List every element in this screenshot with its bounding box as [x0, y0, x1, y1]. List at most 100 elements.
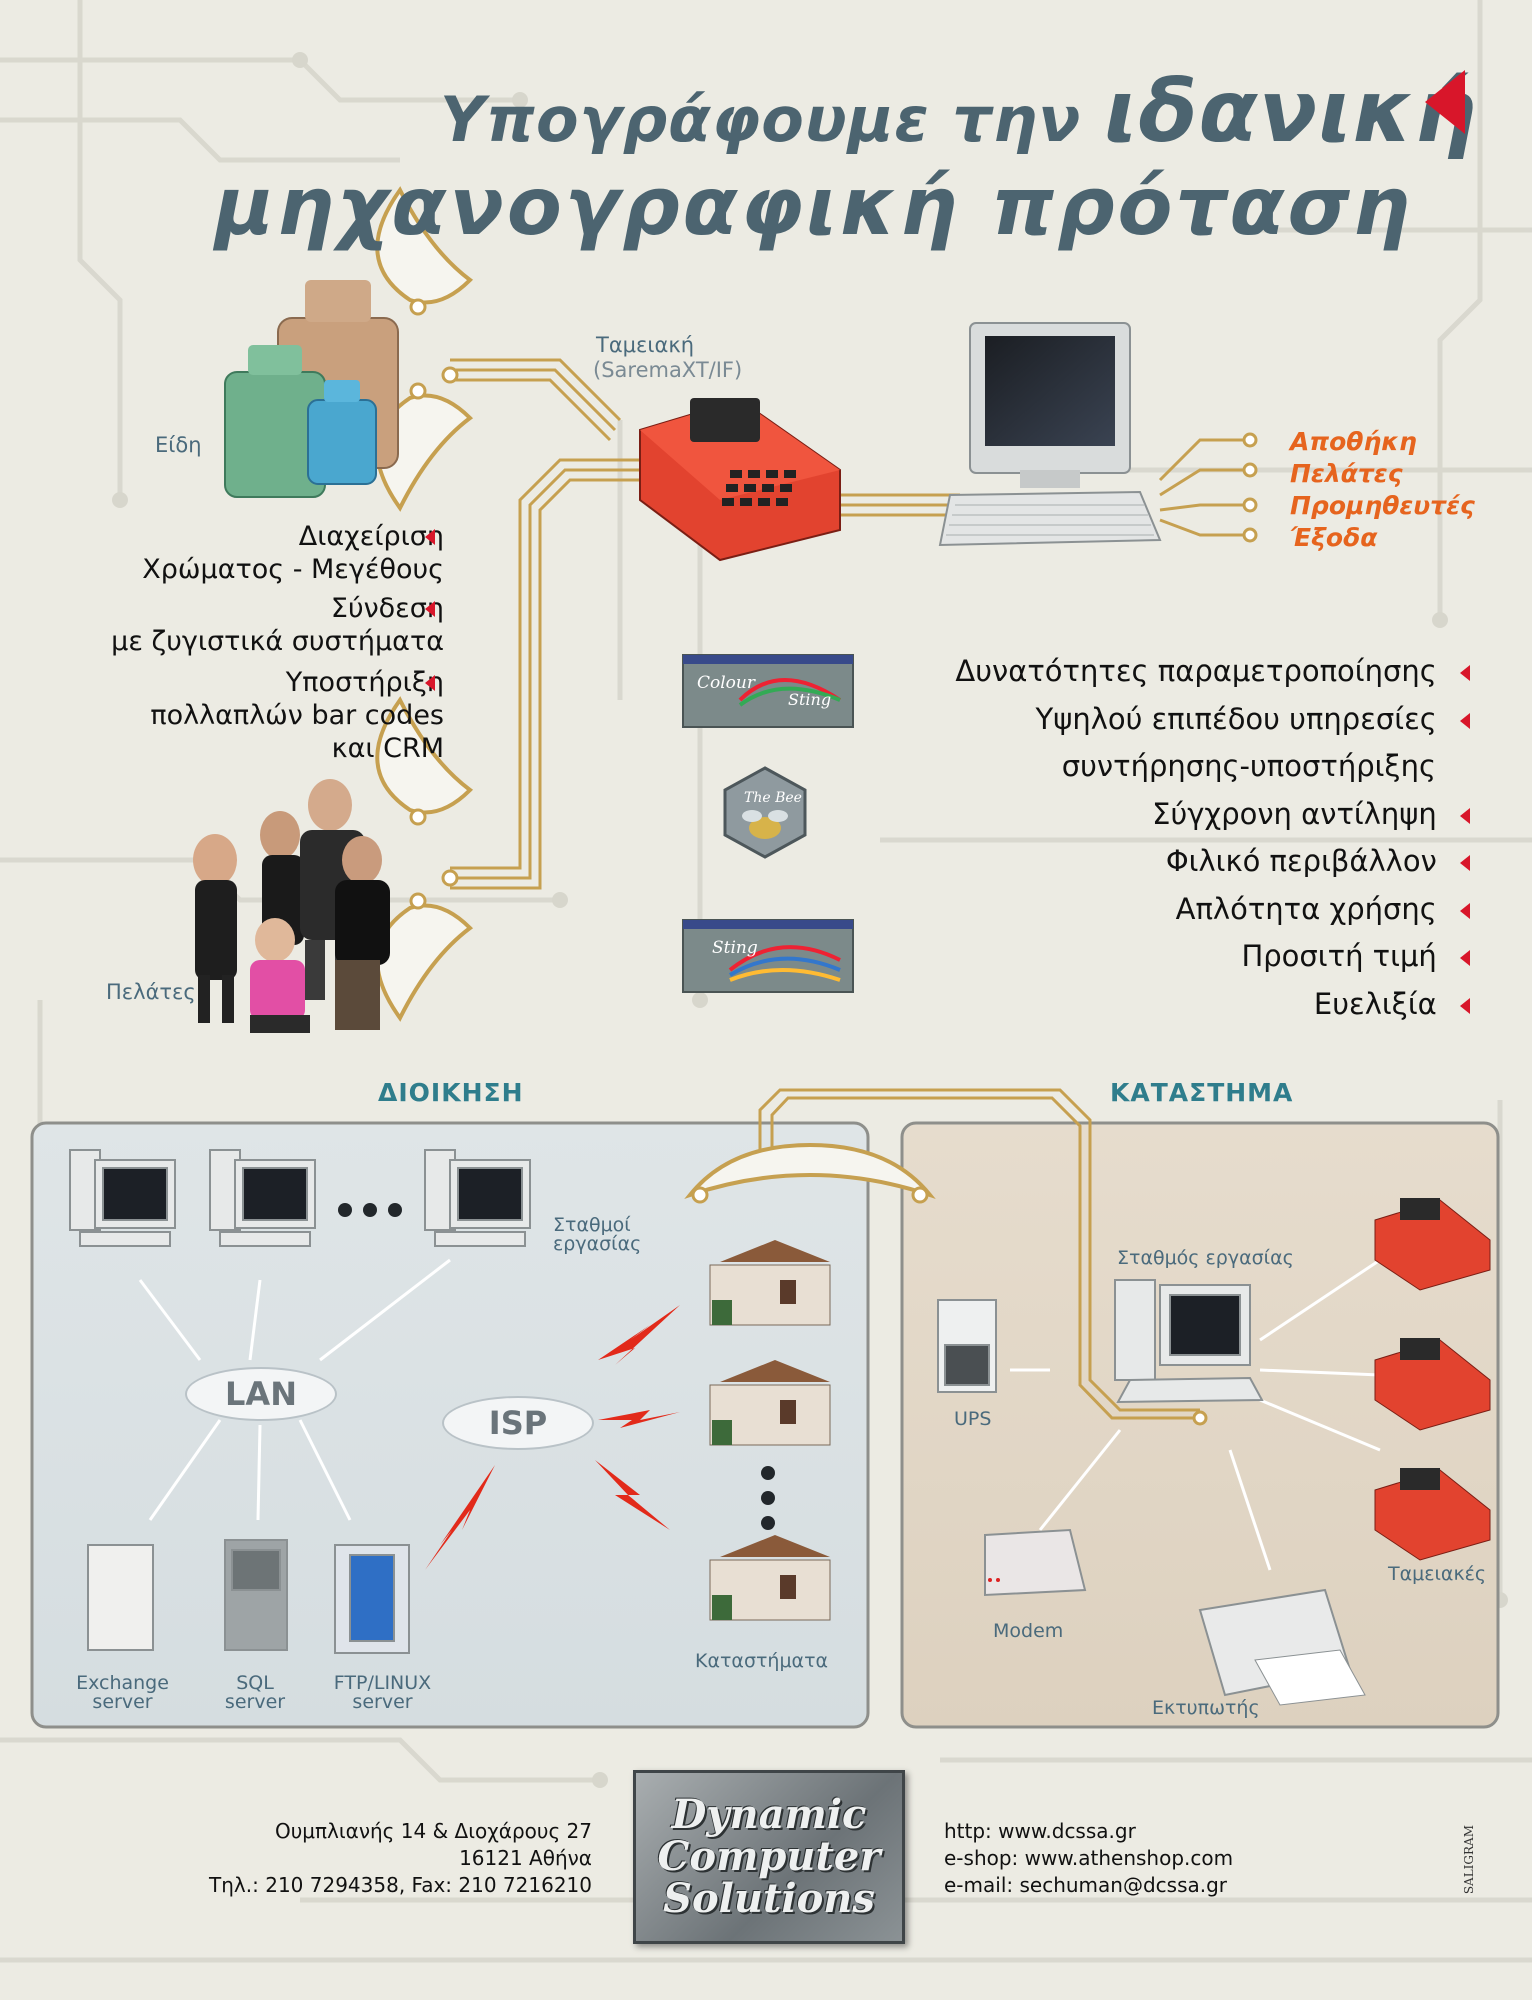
ftp-server-label: FTP/LINUX server: [325, 1674, 440, 1712]
bullet-arrow-icon: [1460, 712, 1470, 729]
module-warehouse: Αποθήκη: [1290, 427, 1417, 456]
benefit-item: Φιλικό περιβάλλον: [770, 838, 1470, 886]
title-arrow-icon: [1425, 70, 1465, 134]
store-workstation-image: [1114, 1279, 1264, 1404]
colour-sting-label: Colour: [697, 673, 755, 693]
sql-server-label: SQL server: [205, 1674, 305, 1712]
bullet-arrow-icon: [1460, 902, 1470, 919]
bullet-arrow-icon: [1460, 950, 1470, 966]
bullet-arrow-icon: [1460, 997, 1470, 1014]
benefit-label: Φιλικό περιβάλλον: [1165, 844, 1437, 878]
store-heading: ΚΑΤΑΣΤΗΜΑ: [1110, 1078, 1294, 1107]
benefit-item: Υψηλού επιπέδου υπηρεσίες: [770, 696, 1470, 744]
logo-text: Dynamic: [671, 1791, 867, 1838]
modem-image: [984, 1528, 1087, 1597]
sting-box: [682, 919, 854, 993]
server-label: Exchange: [76, 1672, 169, 1694]
module-customers: Πελάτες: [1290, 459, 1403, 488]
bee-label: The Bee: [744, 790, 802, 806]
bullet-arrow-icon: [1460, 807, 1470, 824]
designer-credit: SALIGRAM: [1462, 1825, 1476, 1895]
benefit-item: Σύγχρονη αντίληψη: [770, 791, 1470, 839]
benefit-item: Απλότητα χρήσης: [770, 886, 1470, 934]
servers-image: [87, 1539, 410, 1654]
store-registers-image: [1374, 1198, 1491, 1561]
workstations-label: Σταθμοί εργασίας: [553, 1214, 642, 1255]
ups-label: UPS: [954, 1408, 992, 1430]
modem-label: Modem: [993, 1620, 1064, 1642]
feature-barcodes: Υποστήριξη πολλαπλών bar codes και CRM: [150, 666, 444, 765]
benefit-item: Προσιτή τιμή: [770, 933, 1470, 981]
server-label: SQL: [236, 1672, 274, 1694]
register-model: (SaremaXT/IF): [593, 358, 743, 382]
benefit-item: Ευελιξία: [770, 981, 1470, 1029]
benefit-label: Δυνατότητες παραμετροποίησης: [955, 654, 1437, 688]
admin-heading: ΔΙΟΙΚΗΣΗ: [378, 1078, 524, 1107]
lan-node: LAN: [185, 1367, 337, 1421]
register-label: Ταμειακή: [596, 333, 695, 357]
colour-sting-label-2: Sting: [788, 690, 832, 709]
weights-image: [224, 280, 399, 498]
bullet-arrow-icon: [1460, 665, 1470, 681]
colour-sting-box: [682, 654, 854, 728]
cash-register-image: [639, 398, 841, 562]
logo-text: Computer: [657, 1833, 881, 1880]
feature-color-size: Διαχείριση Χρώματος - Μεγέθους: [142, 520, 444, 586]
logo-text: Solutions: [663, 1875, 875, 1922]
items-label: Είδη: [155, 433, 202, 457]
feature-label: Χρώματος - Μεγέθους: [142, 554, 444, 585]
benefit-label: Σύγχρονη αντίληψη: [1152, 796, 1437, 831]
product-label: Colour: [697, 673, 755, 693]
bee-box: [723, 766, 807, 859]
website-link[interactable]: http: www.dcssa.gr: [944, 1819, 1136, 1843]
admin-workstations-image: [69, 1149, 531, 1247]
bullet-arrow-icon: [425, 529, 435, 545]
benefit-label: Υψηλού επιπέδου υπηρεσίες: [1035, 701, 1437, 736]
stores-image: [709, 1240, 831, 1621]
bullet-arrow-icon: [1460, 855, 1470, 871]
module-suppliers: Προμηθευτές: [1290, 491, 1475, 520]
headline-emphasis: ιδανική: [1103, 62, 1478, 162]
benefit-item: Δυνατότητες παραμετροποίησης: [770, 648, 1470, 696]
isp-node: ISP: [442, 1396, 594, 1450]
company-logo: Dynamic Computer Solutions: [633, 1770, 905, 1944]
headline-part1: Υπογράφουμε την: [440, 83, 1082, 156]
bullet-arrow-icon: [425, 601, 435, 617]
benefit-label: Ευελιξία: [1313, 986, 1437, 1021]
module-expenses: Έξοδα: [1290, 523, 1378, 552]
eshop-link[interactable]: e-shop: www.athenshop.com: [944, 1846, 1234, 1870]
ups-image: [937, 1299, 997, 1393]
phone-line: Τηλ.: 210 7294358, Fax: 210 7216210: [209, 1873, 592, 1897]
sting-label: Sting: [712, 938, 758, 958]
benefit-item: συντήρησης-υποστήριξης: [770, 743, 1470, 791]
feature-label: και CRM: [331, 733, 444, 764]
server-label: FTP/LINUX: [333, 1672, 432, 1694]
address-block: Ουμπλιανής 14 & Διοχάρους 27 16121 Αθήνα…: [209, 1818, 592, 1899]
exchange-server-label: Exchange server: [60, 1674, 185, 1712]
modules-list: Αποθήκη Πελάτες Προμηθευτές Έξοδα: [1290, 426, 1475, 554]
main-computer-image: [938, 322, 1162, 547]
stores-label: Καταστήματα: [695, 1650, 829, 1672]
feature-label: με ζυγιστικά συστήματα: [111, 626, 444, 657]
feature-scale-connection: Σύνδεση με ζυγιστικά συστήματα: [111, 592, 444, 658]
feature-label: πολλαπλών bar codes: [150, 700, 444, 731]
server-label: server: [92, 1691, 153, 1713]
server-label: server: [224, 1691, 286, 1713]
email-link[interactable]: e-mail: sechuman@dcssa.gr: [944, 1873, 1228, 1897]
feature-label: Υποστήριξη: [285, 667, 444, 698]
printer-image: [1198, 1588, 1366, 1706]
benefit-label: Απλότητα χρήσης: [1175, 891, 1437, 926]
headline-line-1: Υπογράφουμε την ιδανική: [440, 62, 1477, 162]
benefit-label: Προσιτή τιμή: [1241, 939, 1437, 973]
benefits-list: Δυνατότητες παραμετροποίησης Υψηλού επιπ…: [770, 648, 1470, 1028]
address-line: 16121 Αθήνα: [459, 1846, 592, 1870]
customers-people-image: [193, 779, 390, 1033]
contact-block: http: www.dcssa.gr e-shop: www.athenshop…: [944, 1818, 1233, 1899]
printer-label: Εκτυπωτής: [1152, 1697, 1260, 1719]
address-line: Ουμπλιανής 14 & Διοχάρους 27: [274, 1819, 592, 1843]
store-workstation-label: Σταθμός εργασίας: [1117, 1247, 1294, 1269]
customers-label: Πελάτες: [106, 980, 196, 1004]
feature-label: Διαχείριση: [298, 521, 444, 552]
benefit-label: συντήρησης-υποστήριξης: [1061, 749, 1436, 783]
